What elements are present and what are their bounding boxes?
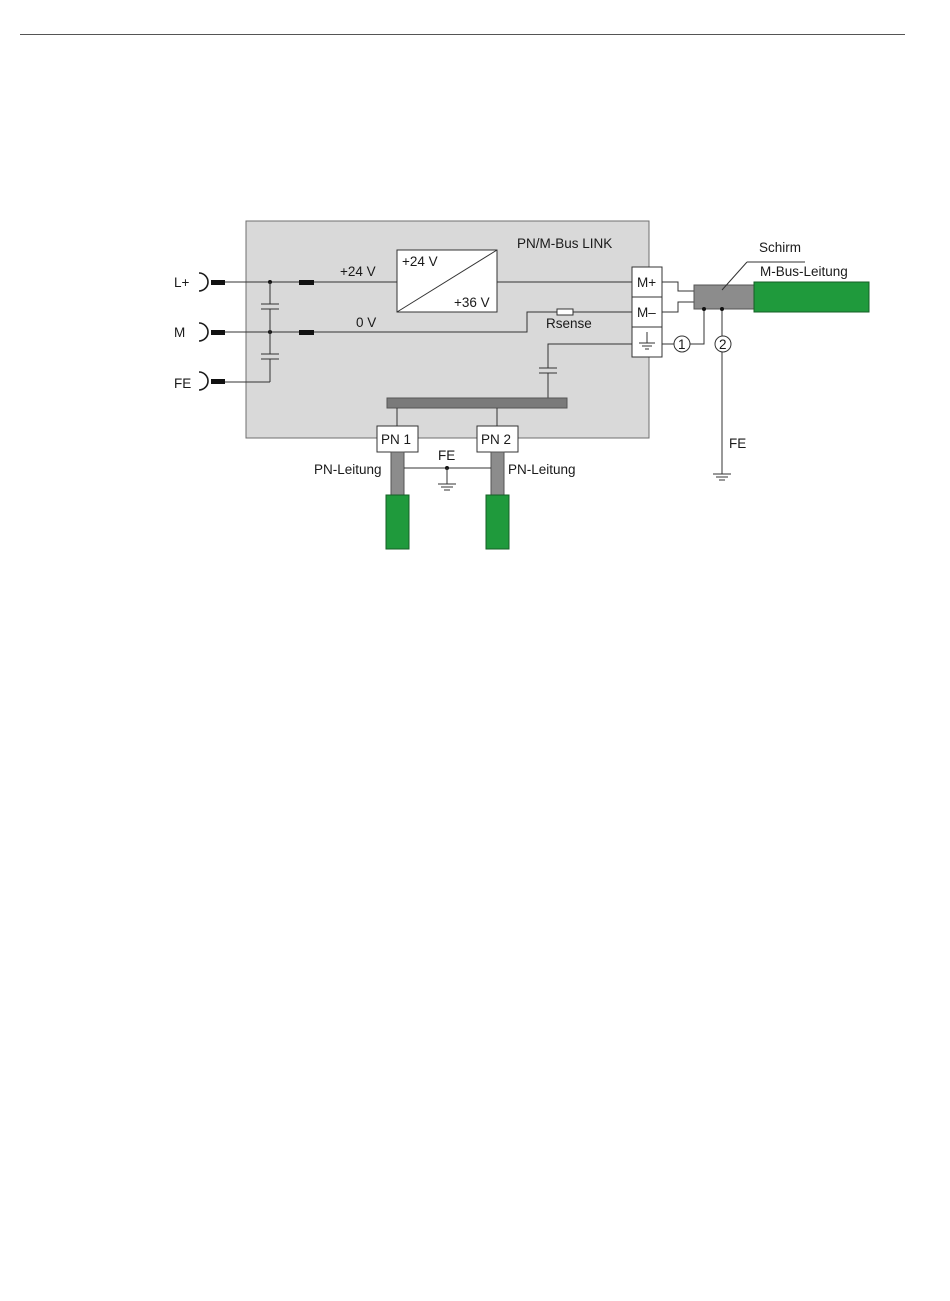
- right-fe-label: FE: [729, 436, 746, 451]
- pn1-cable-shield: [391, 452, 404, 495]
- pn-cable-left-label: PN-Leitung: [314, 462, 382, 477]
- pn-busbar: [387, 398, 567, 408]
- terminal-m: [199, 323, 225, 341]
- supply-plus-label: +24 V: [340, 264, 376, 279]
- port-pn2-label: PN 2: [481, 432, 511, 447]
- wire-mplus-out: [662, 282, 694, 291]
- choke-zero: [299, 330, 314, 335]
- converter-input-label: +24 V: [402, 254, 438, 269]
- mbus-cable: [754, 282, 869, 312]
- choke-plus: [299, 280, 314, 285]
- junction-dot: [720, 307, 724, 311]
- pn2-cable-shield: [491, 452, 504, 495]
- supply-zero-label: 0 V: [356, 315, 376, 330]
- terminal-m-label: M: [174, 325, 185, 340]
- mbus-cable-label: M-Bus-Leitung: [760, 264, 848, 279]
- mplus-terminal-label: M+: [637, 275, 656, 290]
- marker-2-label: 2: [719, 337, 727, 352]
- wire-mminus-out: [662, 302, 694, 312]
- pn-cable-right-label: PN-Leitung: [508, 462, 576, 477]
- pn2-cable: [486, 495, 509, 549]
- marker-1-label: 1: [678, 337, 686, 352]
- terminal-fe-label: FE: [174, 376, 191, 391]
- terminal-fe: [199, 372, 225, 390]
- pn-ground-icon: [438, 484, 456, 490]
- junction-dot: [702, 307, 706, 311]
- shield-label: Schirm: [759, 240, 801, 255]
- pn1-cable: [386, 495, 409, 549]
- converter-output-label: +36 V: [454, 295, 490, 310]
- rsense-resistor: [557, 309, 573, 315]
- pn-fe-label: FE: [438, 448, 455, 463]
- port-pn1-label: PN 1: [381, 432, 411, 447]
- shield-wire-1: [689, 309, 704, 344]
- module-title: PN/M-Bus LINK: [517, 236, 612, 251]
- cable-shield-sleeve: [694, 285, 756, 309]
- right-ground-icon: [713, 474, 731, 480]
- terminal-lplus-label: L+: [174, 275, 190, 290]
- rsense-label: Rsense: [546, 316, 592, 331]
- mminus-terminal-label: M–: [637, 305, 656, 320]
- terminal-lplus: [199, 273, 225, 291]
